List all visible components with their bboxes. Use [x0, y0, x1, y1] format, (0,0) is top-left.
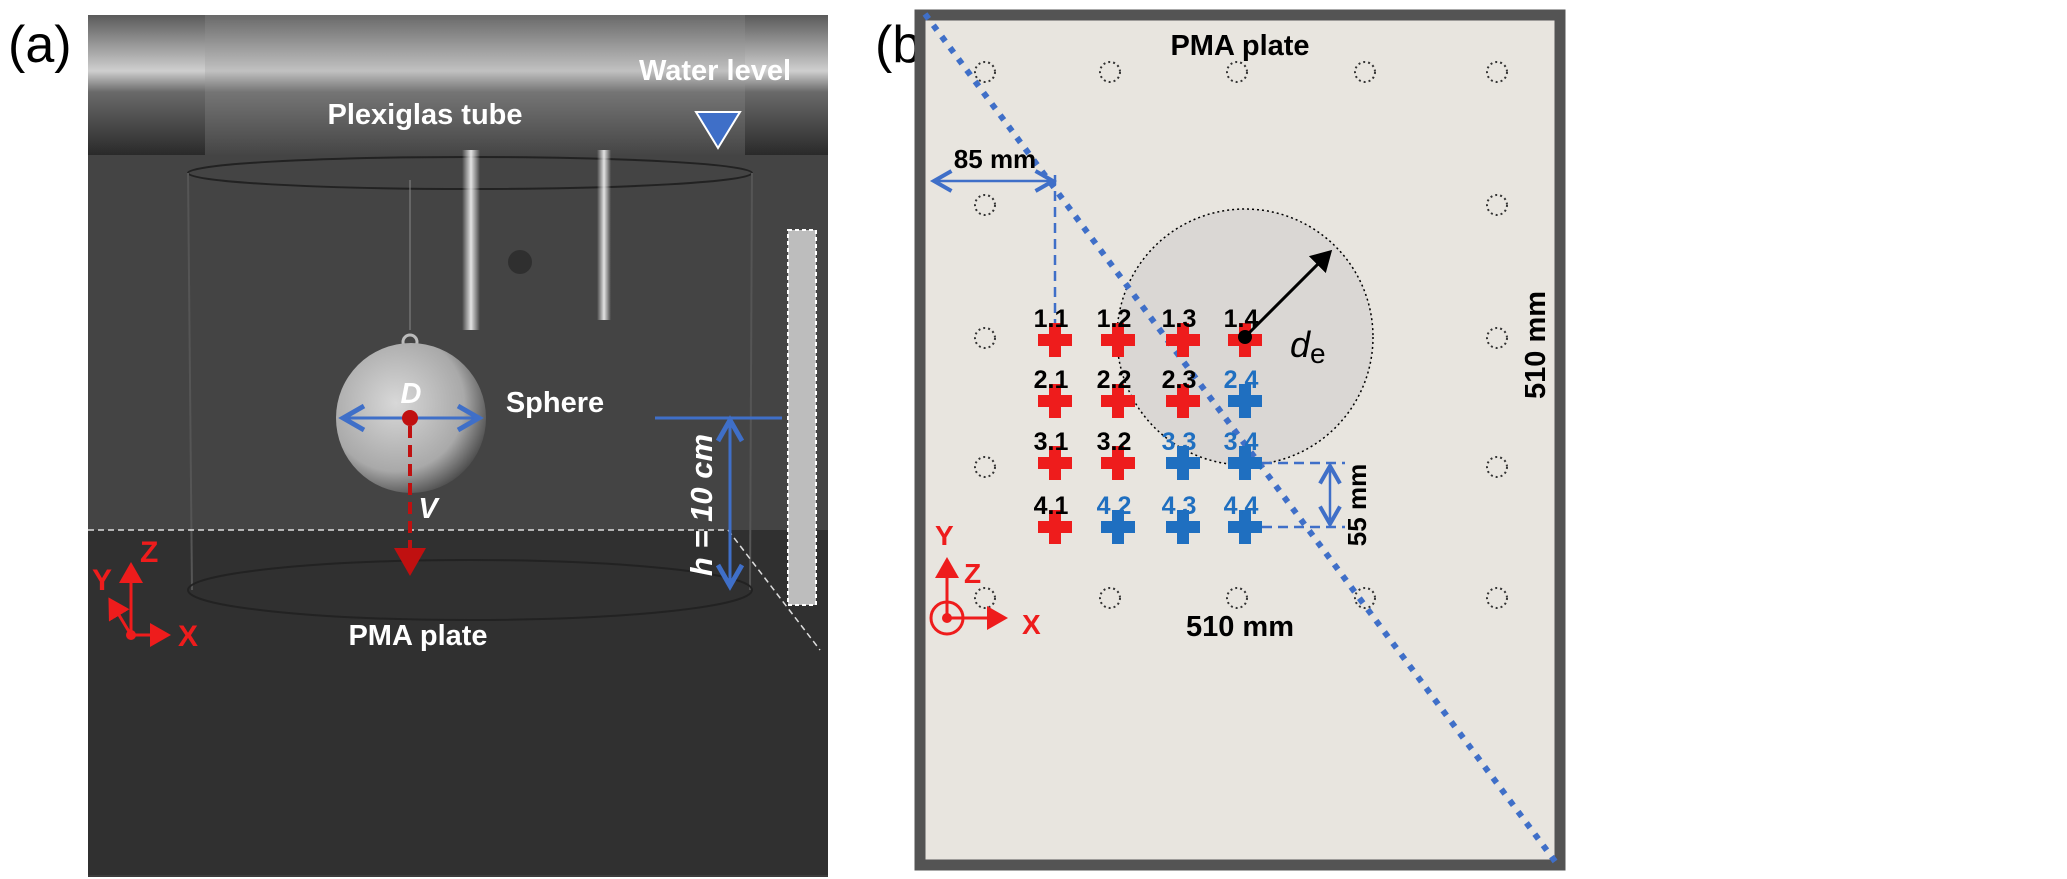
- plate-height-label: 510 mm: [1520, 291, 1552, 399]
- cross-marker-icon: [1101, 510, 1135, 544]
- point-label: 4.2: [1097, 492, 1132, 520]
- experiment-photo: [88, 15, 828, 877]
- axis-z-label: Z: [964, 558, 981, 589]
- bolt-hole-icon: [1486, 587, 1508, 609]
- bolt-hole-icon: [1486, 456, 1508, 478]
- radius-arrow: [1243, 249, 1333, 339]
- point-label: 2.3: [1162, 366, 1197, 394]
- plate-label-b: PMA plate: [1170, 30, 1309, 62]
- cross-marker-icon: [1101, 446, 1135, 480]
- axes-icon-b: Y Z X: [929, 520, 1041, 640]
- measurement-point: 1.3: [1162, 305, 1200, 357]
- measurement-point: 3.1: [1034, 428, 1072, 480]
- diameter-label: D: [401, 378, 422, 410]
- plate-label-a: PMA plate: [348, 620, 487, 652]
- panel-a-label: (a): [8, 16, 72, 74]
- measurement-point: 3.2: [1097, 428, 1135, 480]
- measurement-point: 3.3: [1162, 428, 1200, 480]
- plexiglas-tube-label: Plexiglas tube: [327, 99, 522, 131]
- bolt-hole-icon: [1486, 194, 1508, 216]
- bolt-hole-icon: [1486, 327, 1508, 349]
- ruler: [787, 229, 817, 606]
- cross-marker-icon: [1101, 323, 1135, 357]
- measurement-point: 4.4: [1224, 492, 1262, 544]
- bolt-hole-icon: [1099, 61, 1121, 83]
- measurement-point: 1.2: [1097, 305, 1135, 357]
- axis-y-label: Y: [92, 564, 112, 597]
- point-label: 1.1: [1034, 305, 1069, 333]
- bolt-hole-icon: [1226, 587, 1248, 609]
- point-label: 1.3: [1162, 305, 1197, 333]
- bolt-hole-icon: [974, 587, 996, 609]
- bolt-hole-icon: [974, 61, 996, 83]
- measurement-point: 3.4: [1224, 428, 1262, 480]
- offset-label: 85 mm: [954, 144, 1036, 174]
- measurement-point: 2.2: [1097, 366, 1135, 418]
- bolt-hole-icon: [1226, 61, 1248, 83]
- axis-x-label: X: [1022, 609, 1041, 640]
- measurement-point: 2.3: [1162, 366, 1200, 418]
- water-level-icon: [694, 111, 742, 150]
- cross-marker-icon: [1166, 510, 1200, 544]
- cross-marker-icon: [1228, 446, 1262, 480]
- bolt-hole-icon: [1486, 61, 1508, 83]
- point-label: 3.2: [1097, 428, 1132, 456]
- measurement-point: 4.1: [1034, 492, 1072, 544]
- cross-marker-icon: [1166, 384, 1200, 418]
- panel-a: (a) Plexiglas tube Water level Sphere: [8, 15, 828, 877]
- height-label: h = 10 cm: [684, 434, 719, 576]
- cross-marker-icon: [1038, 323, 1072, 357]
- bolt-hole-icon: [1354, 587, 1376, 609]
- point-label: 2.1: [1034, 366, 1069, 394]
- cross-marker-icon: [1038, 510, 1072, 544]
- cross-marker-icon: [1166, 323, 1200, 357]
- point-label: 2.2: [1097, 366, 1132, 394]
- measurement-point: 1.1: [1034, 305, 1072, 357]
- point-label: 4.3: [1162, 492, 1197, 520]
- measurement-point: 2.4: [1224, 366, 1262, 418]
- sphere-label: Sphere: [506, 387, 604, 419]
- cross-marker-icon: [1038, 384, 1072, 418]
- measurement-point: 4.2: [1097, 492, 1135, 544]
- point-label: 4.1: [1034, 492, 1069, 520]
- axis-y-label: Y: [935, 520, 954, 551]
- impact-center: [1238, 330, 1252, 344]
- point-label: 3.1: [1034, 428, 1069, 456]
- bolt-hole-icon: [974, 194, 996, 216]
- cross-marker-icon: [1228, 384, 1262, 418]
- bolt-hole-icon: [974, 456, 996, 478]
- point-label: 3.3: [1162, 428, 1197, 456]
- point-label: 1.2: [1097, 305, 1132, 333]
- point-label: 2.4: [1224, 366, 1259, 394]
- point-label: 3.4: [1224, 428, 1259, 456]
- radius-label: de: [1290, 324, 1326, 369]
- axis-x-label: X: [178, 620, 198, 653]
- sphere-center: [402, 410, 418, 426]
- cross-marker-icon: [1228, 510, 1262, 544]
- plate-width-label: 510 mm: [1186, 611, 1294, 643]
- cross-marker-icon: [1166, 446, 1200, 480]
- axis-z-label: Z: [140, 536, 158, 569]
- water-level-label: Water level: [639, 55, 791, 87]
- velocity-label: V: [418, 493, 440, 525]
- bolt-hole-icon: [1099, 587, 1121, 609]
- point-label: 4.4: [1224, 492, 1259, 520]
- cross-marker-icon: [1038, 446, 1072, 480]
- spacing-label: 55 mm: [1342, 464, 1372, 546]
- diagonal-line: [922, 12, 1560, 866]
- bolt-holes: [974, 61, 1508, 609]
- measurement-point: 4.3: [1162, 492, 1200, 544]
- bolt-hole-icon: [1354, 61, 1376, 83]
- bolt-hole-icon: [974, 327, 996, 349]
- measurement-point: 2.1: [1034, 366, 1072, 418]
- cross-marker-icon: [1101, 384, 1135, 418]
- axes-icon-a: Z Y X: [92, 536, 198, 653]
